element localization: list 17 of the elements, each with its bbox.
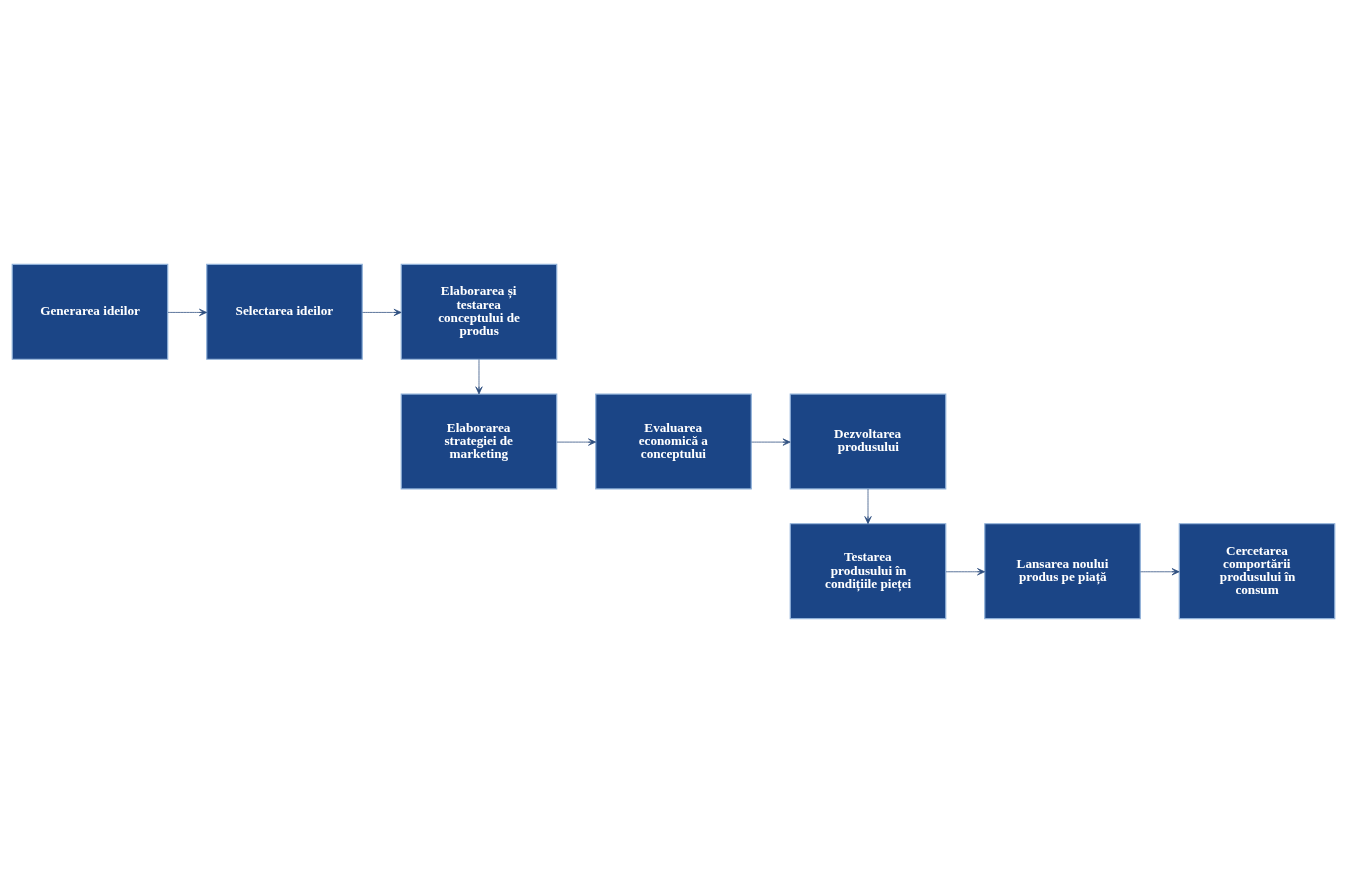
arrow bbox=[167, 308, 207, 316]
node-box: Elaborarea și testarea conceptului de produs bbox=[400, 263, 558, 360]
node-box: Elaborarea strategiei de marketing bbox=[400, 392, 558, 490]
arrow bbox=[751, 437, 791, 446]
arrow bbox=[1140, 567, 1180, 575]
node-box: Evaluarea economică a conceptului bbox=[595, 392, 752, 490]
node-box: Generarea ideilor bbox=[11, 263, 169, 360]
arrow bbox=[362, 308, 402, 316]
node-box: Lansarea noului produs pe piață bbox=[984, 522, 1141, 619]
arrow bbox=[556, 437, 597, 446]
node-box: Testarea produsului în condițiile pieței bbox=[789, 522, 947, 619]
node-box: Cercetarea comportării produsului în consum bbox=[1178, 522, 1336, 619]
node-box: Selectarea ideilor bbox=[206, 263, 363, 360]
arrow bbox=[945, 567, 986, 575]
arrow bbox=[864, 488, 872, 524]
node-box: Dezvoltarea produsului bbox=[789, 392, 947, 490]
arrow bbox=[475, 358, 483, 394]
